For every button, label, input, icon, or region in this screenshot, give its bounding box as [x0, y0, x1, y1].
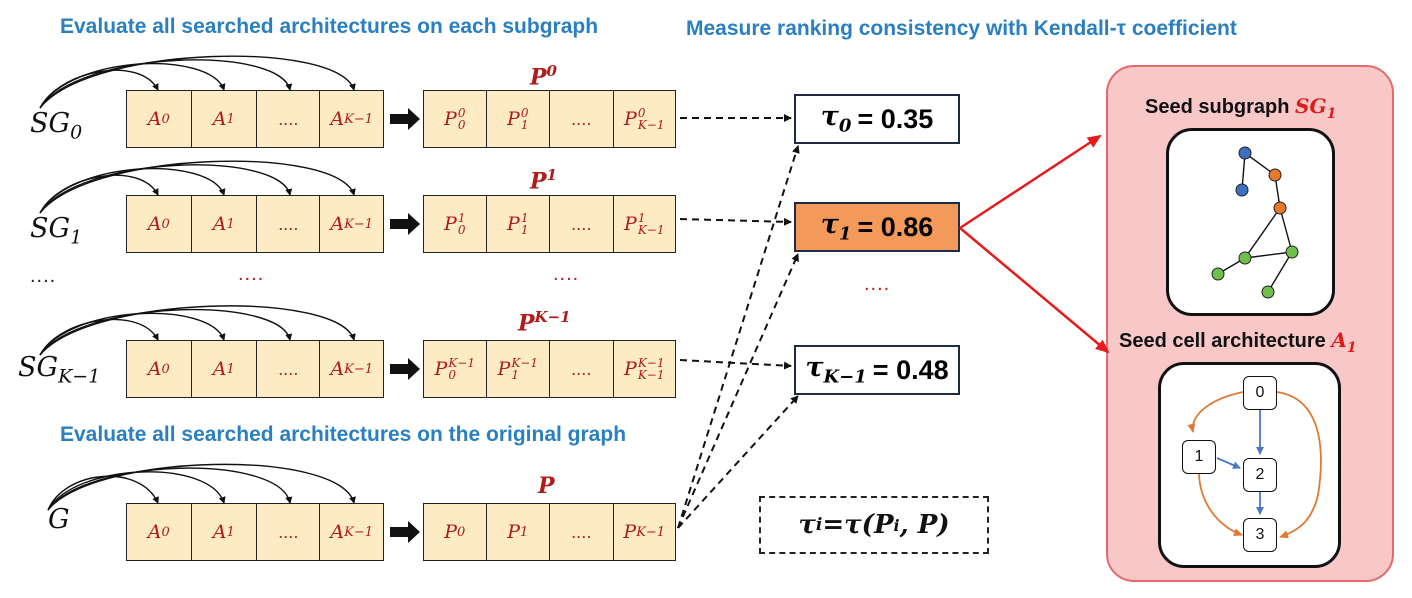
perf-cell: ....	[550, 91, 614, 147]
heading-original-eval: Evaluate all searched architectures on t…	[60, 423, 627, 446]
ellipsis-archs: ....	[238, 263, 265, 285]
graph-node	[1261, 285, 1275, 299]
seed-cell-edges	[1187, 391, 1322, 539]
heading-kendall: Measure ranking consistency with Kendall…	[686, 17, 1237, 40]
ellipsis-taus: ....	[864, 273, 891, 295]
graph-node	[1268, 168, 1282, 182]
graph-label-g: G	[48, 504, 70, 535]
ellipsis-perfs: ....	[553, 263, 580, 285]
graph-node	[1211, 267, 1225, 281]
ellipsis-rows: ....	[30, 265, 57, 287]
fan-arcs-g	[47, 463, 356, 511]
eval-arrows	[390, 108, 420, 543]
graph-node	[1273, 201, 1287, 215]
seed-subgraph-box	[1166, 128, 1335, 316]
fan-arcs-sg0	[39, 55, 356, 109]
perf-cell: ....	[550, 196, 614, 252]
perf-set-label-k1: PK−1	[518, 308, 571, 337]
tau-box-k1: τK−1= 0.48	[794, 345, 960, 395]
graph-label-sg0: SG0	[30, 108, 83, 144]
graph-node	[1235, 183, 1249, 197]
cell-node-2: 2	[1243, 458, 1277, 492]
arch-cell: ....	[257, 91, 321, 147]
seed-subgraph-graph	[1211, 146, 1299, 299]
perf-cell: ....	[550, 341, 614, 397]
perf-set-label-0: P0	[530, 62, 557, 91]
seed-cell-title: Seed cell architecture A1	[1119, 328, 1357, 356]
perf-set-label-original: P	[538, 473, 555, 499]
perf-set-label-1: P1	[530, 166, 557, 195]
heading-subgraph-eval: Evaluate all searched architectures on e…	[60, 15, 599, 38]
fan-arcs-sg1	[39, 160, 356, 214]
tau-box-0: τ0= 0.35	[794, 94, 960, 144]
graph-node	[1238, 146, 1252, 160]
arch-cell: ....	[257, 504, 321, 560]
arch-cell: ....	[257, 341, 321, 397]
tau-box-1: τ1= 0.86	[794, 202, 960, 252]
cell-node-0: 0	[1243, 376, 1277, 410]
graph-label-sgk1: SGK−1	[18, 352, 101, 388]
perf-cell: ....	[550, 504, 614, 560]
dashed-links	[677, 114, 800, 529]
fan-arcs-sgk1	[39, 305, 356, 356]
red-arrows	[959, 134, 1110, 354]
graph-label-sg1: SG1	[30, 213, 83, 249]
arch-cell: ....	[257, 196, 321, 252]
graph-node	[1285, 245, 1299, 259]
graph-node	[1238, 251, 1252, 265]
seed-subgraph-title: Seed subgraph SG1	[1145, 94, 1337, 122]
cell-node-3: 3	[1243, 518, 1277, 552]
cell-node-1: 1	[1182, 440, 1216, 474]
